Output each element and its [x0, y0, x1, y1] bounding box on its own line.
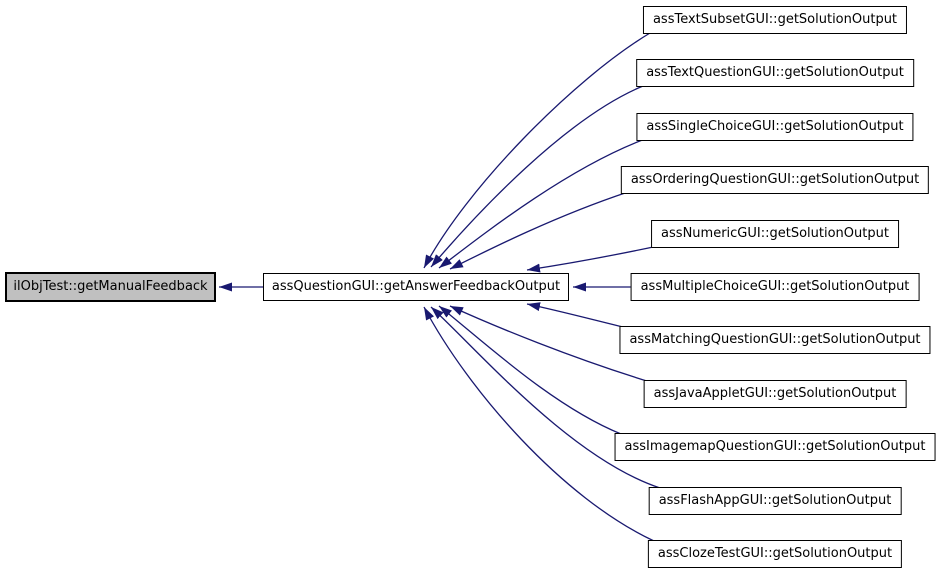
node-assflashappgui-getsolutionoutput[interactable]: assFlashAppGUI::getSolutionOutput [648, 487, 902, 515]
node-assclozetestgui-getsolutionoutput[interactable]: assClozeTestGUI::getSolutionOutput [647, 540, 903, 568]
node-assimagemapquestiongui-getsolutionoutput[interactable]: assImagemapQuestionGUI::getSolutionOutpu… [614, 433, 936, 461]
node-assquestiongui-getanswerfeedbackoutput[interactable]: assQuestionGUI::getAnswerFeedbackOutput [263, 273, 569, 301]
edge-caller-10 [430, 306, 661, 489]
edge-caller-7 [526, 302, 628, 329]
node-assjavaappletgui-getsolutionoutput[interactable]: assJavaAppletGUI::getSolutionOutput [643, 380, 907, 408]
node-assnumericgui-getsolutionoutput[interactable]: assNumericGUI::getSolutionOutput [651, 220, 899, 248]
edge-caller-2 [430, 85, 644, 268]
edge-caller-11 [423, 306, 655, 542]
node-assmultiplechoicegui-getsolutionoutput[interactable]: assMultipleChoiceGUI::getSolutionOutput [630, 273, 920, 301]
node-assorderingquestiongui-getsolutionoutput[interactable]: assOrderingQuestionGUI::getSolutionOutpu… [620, 166, 930, 194]
edge-caller-1 [423, 32, 651, 269]
edge-caller-3 [438, 138, 646, 269]
node-assmatchingquestiongui-getsolutionoutput[interactable]: assMatchingQuestionGUI::getSolutionOutpu… [619, 326, 931, 354]
node-asstextsubsetgui-getsolutionoutput[interactable]: assTextSubsetGUI::getSolutionOutput [642, 6, 908, 34]
edge-caller-9 [438, 305, 622, 435]
node-asssinglechoicegui-getsolutionoutput[interactable]: assSingleChoiceGUI::getSolutionOutput [636, 113, 914, 141]
edge-caller-8 [449, 305, 651, 383]
edge-caller-4 [449, 191, 629, 270]
node-asstextquestiongui-getsolutionoutput[interactable]: assTextQuestionGUI::getSolutionOutput [636, 59, 914, 87]
edge-caller-5 [526, 245, 659, 273]
node-ilobjtest-getmanualfeedback[interactable]: ilObjTest::getManualFeedback [5, 272, 216, 302]
